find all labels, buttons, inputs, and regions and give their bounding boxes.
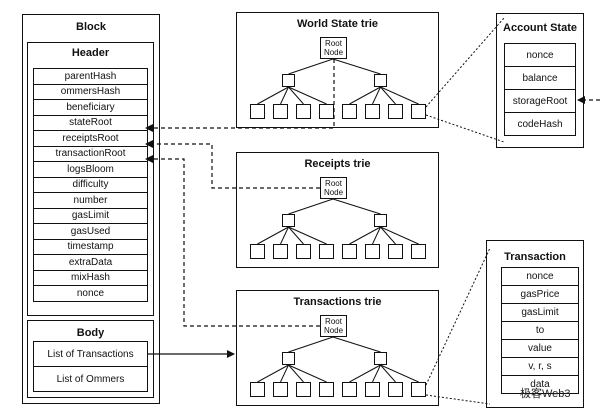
world-state-branch-node	[374, 74, 387, 87]
watermark: 极客Web3	[520, 388, 571, 400]
transactions-leaf-node	[296, 382, 311, 397]
header-field-difficulty: difficulty	[33, 176, 148, 193]
world-state-leaf-node	[342, 104, 357, 119]
root-node-label-line1: Root	[325, 317, 342, 326]
header-field-beneficiary: beneficiary	[33, 99, 148, 116]
world-state-branch-node	[282, 74, 295, 87]
header-field-extradata: extraData	[33, 254, 148, 271]
transaction-field-to: to	[501, 321, 579, 340]
root-node-label-line2: Node	[323, 188, 344, 197]
header-field-parenthash: parentHash	[33, 68, 148, 85]
transactions-leaf-node	[319, 382, 334, 397]
body-field-list-of-transactions: List of Transactions	[33, 341, 148, 367]
root-node-label-line2: Node	[323, 48, 344, 57]
header-title: Header	[71, 47, 110, 59]
root-node-label-line2: Node	[323, 326, 344, 335]
transactions-leaf-node	[365, 382, 380, 397]
receipts-leaf-node	[342, 244, 357, 259]
transactions-leaf-node	[411, 382, 426, 397]
receipts-leaf-node	[273, 244, 288, 259]
receipts-leaf-node	[365, 244, 380, 259]
transactions-leaf-node	[273, 382, 288, 397]
transaction-field-v-r-s: v, r, s	[501, 357, 579, 376]
transactions-trie-title: Transactions trie	[293, 296, 382, 308]
header-field-mixhash: mixHash	[33, 269, 148, 286]
transaction-field-data: data	[501, 375, 579, 394]
receipts-leaf-node	[319, 244, 334, 259]
transactions-leaf-node	[388, 382, 403, 397]
receipts-leaf-node	[296, 244, 311, 259]
body-title: Body	[76, 327, 105, 339]
world-state-leaf-node	[388, 104, 403, 119]
header-field-logsbloom: logsBloom	[33, 161, 148, 178]
account-field-codehash: codeHash	[504, 112, 576, 136]
root-node-label-line1: Root	[325, 179, 342, 188]
world-state-leaf-node	[365, 104, 380, 119]
receipts-trie: Receipts trie	[236, 152, 439, 268]
account-field-storageroot: storageRoot	[504, 89, 576, 113]
transaction-field-gasprice: gasPrice	[501, 285, 579, 304]
header-field-gasused: gasUsed	[33, 223, 148, 240]
header-field-stateroot: stateRoot	[33, 114, 148, 131]
transactions-leaf-node	[250, 382, 265, 397]
root-node-label-line1: Root	[325, 39, 342, 48]
transactions-trie: Transactions trie	[236, 290, 439, 406]
transaction-field-gaslimit: gasLimit	[501, 303, 579, 322]
transaction-field-value: value	[501, 339, 579, 358]
world-state-leaf-node	[273, 104, 288, 119]
transactions-branch-node	[282, 352, 295, 365]
receipts-leaf-node	[388, 244, 403, 259]
transactions-leaf-node	[342, 382, 357, 397]
body-field-list-of-ommers: List of Ommers	[33, 366, 148, 392]
header-field-timestamp: timestamp	[33, 238, 148, 255]
receipts-leaf-node	[411, 244, 426, 259]
receipts-trie-title: Receipts trie	[304, 158, 371, 170]
receipts-branch-node	[374, 214, 387, 227]
transaction-field-nonce: nonce	[501, 267, 579, 286]
world-state-leaf-node	[296, 104, 311, 119]
world-state-leaf-node	[319, 104, 334, 119]
account-field-nonce: nonce	[504, 43, 576, 67]
header-field-ommershash: ommersHash	[33, 83, 148, 100]
account-state-title: Account State	[503, 22, 577, 34]
transactions-branch-node	[374, 352, 387, 365]
header-field-number: number	[33, 192, 148, 209]
receipts-branch-node	[282, 214, 295, 227]
world-state-leaf-node	[250, 104, 265, 119]
header-field-receiptsroot: receiptsRoot	[33, 130, 148, 147]
header-field-transactionroot: transactionRoot	[33, 145, 148, 162]
receipts-leaf-node	[250, 244, 265, 259]
account-field-balance: balance	[504, 66, 576, 90]
block-title: Block	[76, 21, 106, 33]
world-state-trie-title: World State trie	[296, 18, 379, 30]
transaction-title: Transaction	[504, 251, 566, 263]
header-field-nonce: nonce	[33, 285, 148, 302]
header-field-gaslimit: gasLimit	[33, 207, 148, 224]
world-state-trie: World State trie	[236, 12, 439, 128]
world-state-leaf-node	[411, 104, 426, 119]
